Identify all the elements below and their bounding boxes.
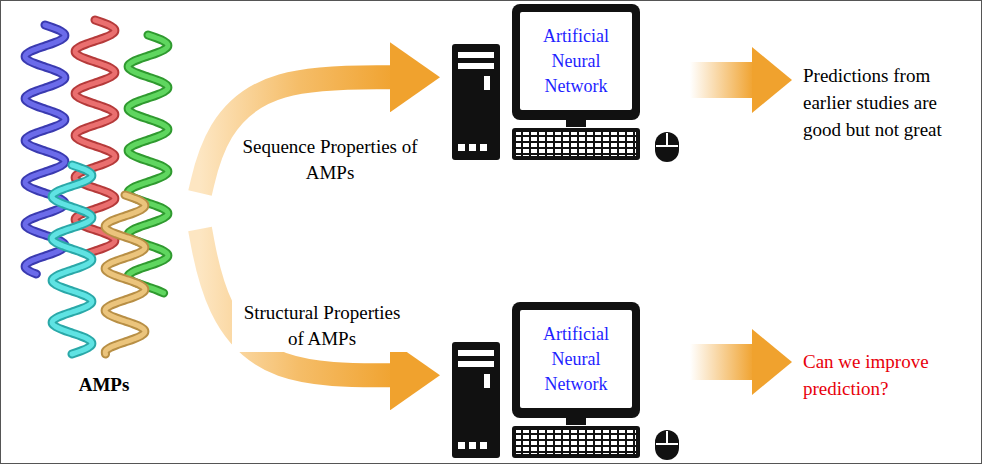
question-note: Can we improve prediction? — [803, 348, 943, 402]
result-arrow — [690, 47, 792, 113]
neural-network-computer: Artificial Neural Network — [450, 302, 682, 458]
computer-icon — [452, 4, 679, 162]
helix-ribbon — [52, 165, 92, 354]
monitor-screen: Artificial Neural Network — [520, 310, 632, 408]
amp-helices — [25, 20, 168, 354]
helix-ribbon — [105, 195, 145, 354]
arrow-label: Structural Properties of AMPs — [232, 300, 412, 352]
note-text: Predictions from earlier studies are goo… — [803, 62, 963, 143]
neural-network-computer: Artificial Neural Network — [450, 4, 682, 160]
arrow-label: Sequence Properties of AMPs — [240, 134, 420, 186]
peptide-illustration: AMPs — [8, 22, 200, 400]
result-arrow — [690, 329, 792, 395]
arrow-label-box: Sequence Properties of AMPs — [240, 134, 420, 186]
figure-label: AMPs — [8, 374, 200, 396]
screen-text: Artificial Neural Network — [526, 24, 626, 99]
monitor-screen: Artificial Neural Network — [520, 12, 632, 110]
arrow-label-box: Structural Properties of AMPs — [232, 300, 412, 352]
screen-text: Artificial Neural Network — [526, 322, 626, 397]
helix-ribbon — [105, 195, 145, 354]
result-note: Predictions from earlier studies are goo… — [803, 62, 963, 143]
helix-ribbon — [52, 165, 92, 354]
note-text: Can we improve prediction? — [803, 348, 943, 402]
computer-icon — [452, 302, 679, 460]
